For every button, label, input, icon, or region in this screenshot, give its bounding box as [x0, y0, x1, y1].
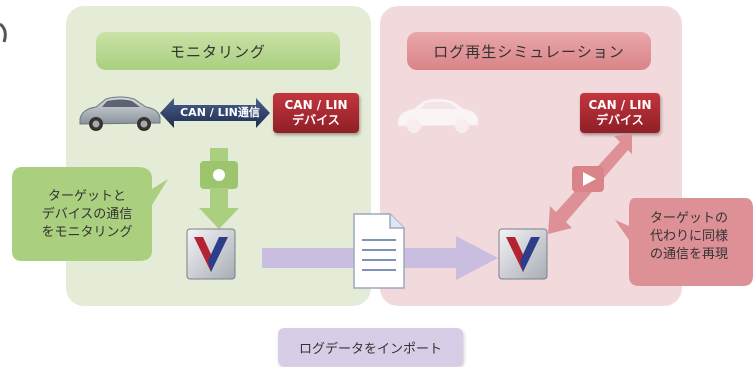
log-file-icon [353, 213, 405, 289]
callout-line: をモニタリング [41, 225, 133, 240]
device-line2: デバイス [292, 113, 340, 127]
replay-callout-text: ターゲットの 代わりに同様 の通信を再現 [628, 210, 750, 264]
can-lin-link-label: CAN / LIN通信 [180, 106, 260, 119]
car-icon [79, 96, 161, 131]
monitoring-header: モニタリング [96, 32, 340, 70]
partial-logo [0, 22, 7, 43]
device-line1: CAN / LIN [588, 98, 652, 112]
monitoring-callout [12, 167, 168, 261]
vehicle-spy-icon [186, 228, 236, 280]
callout-line: ターゲットの [649, 211, 728, 226]
log-replay-header: ログ再生シミュレーション [407, 32, 651, 70]
ghost-car-icon [397, 98, 479, 133]
can-lin-device-monitoring: CAN / LIN デバイス [273, 93, 359, 133]
replay-callout [615, 198, 753, 286]
callout-line: デバイスの通信 [41, 207, 133, 222]
replay-double-arrow [548, 134, 632, 234]
vehicle-spy-icon [498, 228, 548, 280]
can-lin-device-replay: CAN / LIN デバイス [580, 93, 660, 133]
monitoring-callout-text: ターゲットと デバイスの通信 をモニタリング [22, 188, 152, 242]
device-line1: CAN / LIN [284, 98, 348, 112]
callout-line: ターゲットと [47, 189, 126, 204]
callout-line: の通信を再現 [649, 247, 728, 262]
device-line2: デバイス [596, 113, 644, 127]
can-lin-double-arrow [160, 98, 270, 128]
callout-line: 代わりに同様 [649, 229, 728, 244]
import-log-label: ログデータをインポート [278, 328, 463, 366]
monitor-tap-arrow [199, 148, 239, 229]
